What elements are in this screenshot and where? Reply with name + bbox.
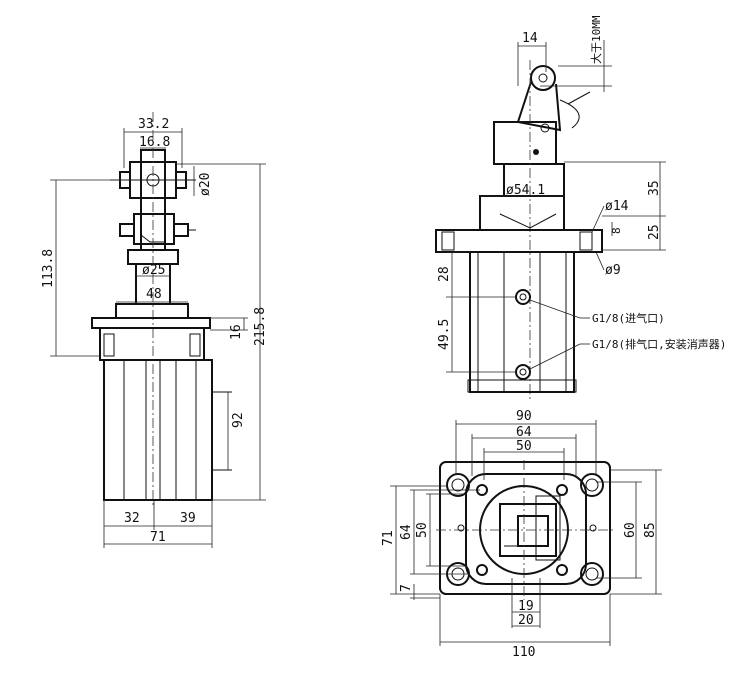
front-view: 14 大于10MM ø54.1 ø14 35 8 25 ø9 28 49.5 G… [435,15,726,400]
dim-50-top: 50 [516,439,532,454]
side-head-cap [91,303,211,361]
side-cylinder-body [103,359,232,501]
side-view: 33.2 16.8 ø20 113.8 ø25 48 215.8 16 92 3… [41,112,268,548]
dim-dia-14: ø14 [605,199,629,214]
dim-49-5: 49.5 [437,319,452,350]
dim-92: 92 [231,412,246,428]
front-head-cap [435,195,603,253]
front-cylinder-body [467,251,577,393]
dim-215-8: 215.8 [253,307,268,346]
dim-90: 90 [516,409,532,424]
dim-19: 19 [518,599,534,614]
dim-14: 14 [522,31,538,46]
dim-60-right: 60 [623,522,638,538]
front-dimension-lines [446,40,666,373]
port-inlet-label: G1/8(进气口) [592,311,665,325]
dim-64-left: 64 [399,524,414,540]
dim-33-2: 33.2 [138,117,169,132]
port-exhaust-label: G1/8(排气口,安装消声器) [592,337,726,351]
dim-113-8: 113.8 [41,249,56,288]
dim-32: 32 [124,511,140,526]
dim-25: 25 [647,224,662,240]
dim-8: 8 [610,227,623,234]
front-roller-arm [516,65,591,133]
dim-dia-20: ø20 [198,173,213,196]
dim-71-left: 71 [381,530,396,546]
dim-16: 16 [229,324,244,340]
dim-20: 20 [518,613,534,628]
dim-dia-54-1: ø54.1 [506,183,545,198]
dim-16-8: 16.8 [139,135,170,150]
stroke-note: 大于10MM [589,15,603,64]
dim-dia-9: ø9 [605,263,621,278]
dim-50-left: 50 [415,522,430,538]
dim-110: 110 [512,645,535,660]
bottom-dimension-lines [390,420,662,646]
dim-28: 28 [437,266,452,282]
dim-7: 7 [399,584,414,592]
dim-dia-25: ø25 [142,263,165,278]
bottom-flange-plate [436,460,616,600]
dim-64-top: 64 [516,425,532,440]
dim-35: 35 [647,180,662,196]
dim-48: 48 [146,287,162,302]
side-rod [127,112,179,505]
side-dimension-lines [50,128,266,548]
dim-71: 71 [150,530,166,545]
dim-85-right: 85 [643,522,658,538]
bottom-view: 90 64 50 71 64 50 7 60 85 19 20 110 [381,409,662,660]
dim-39: 39 [180,511,196,526]
